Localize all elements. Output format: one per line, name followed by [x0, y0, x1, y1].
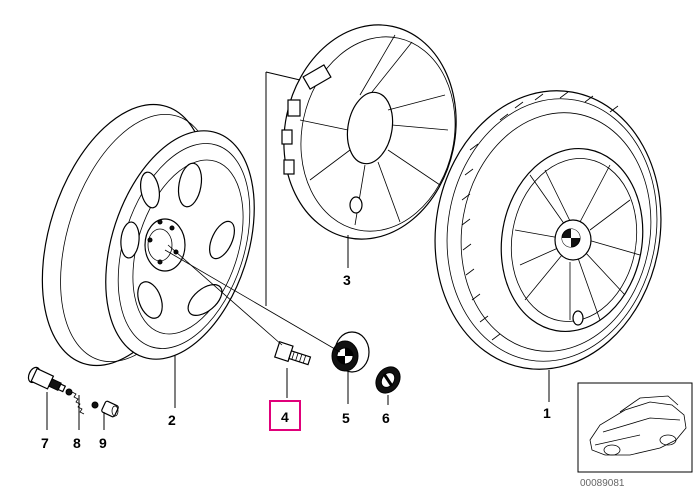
callout-1: 1 [543, 405, 551, 421]
callout-3: 3 [343, 272, 351, 288]
vehicle-thumbnail[interactable] [577, 382, 693, 473]
valve-drawing[interactable] [26, 366, 67, 397]
callout-4-highlight-box[interactable] [269, 400, 301, 431]
car-icon [589, 395, 687, 456]
emblem-drawing[interactable] [371, 362, 405, 398]
callout-2: 2 [168, 412, 176, 428]
rim-drawing[interactable] [12, 83, 281, 386]
valve-cap-drawing[interactable] [101, 400, 119, 418]
valve-core-drawing[interactable] [65, 388, 99, 415]
centre-cap-drawing[interactable] [331, 331, 370, 373]
reference-number: 00089081 [580, 478, 625, 489]
callout-5: 5 [342, 410, 350, 426]
wheel-bolt-drawing[interactable] [273, 341, 312, 368]
callout-6: 6 [382, 410, 390, 426]
complete-wheel-drawing[interactable] [413, 73, 682, 388]
callout-7: 7 [41, 435, 49, 451]
wheel-cover-drawing[interactable] [264, 9, 475, 256]
callout-4[interactable]: 4 [281, 409, 289, 425]
leader-lines [46, 71, 550, 430]
callout-8: 8 [73, 435, 81, 451]
callout-9: 9 [99, 435, 107, 451]
